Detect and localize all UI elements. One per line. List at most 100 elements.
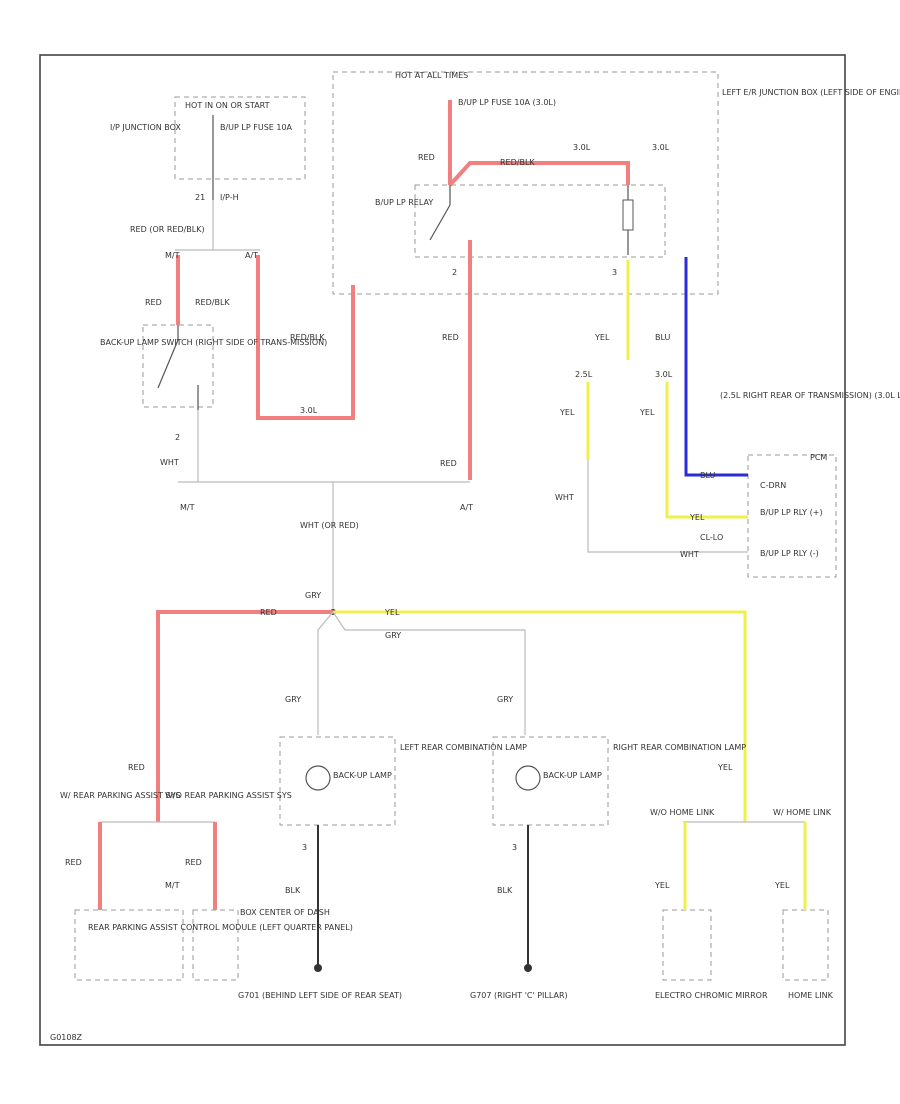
label-pin-3c: 3 — [512, 843, 517, 852]
red-parking-wire — [156, 610, 333, 822]
label-conn-30l-d: 3.0L — [655, 370, 673, 379]
label-conn-30l-b: 3.0L — [573, 143, 591, 152]
label-conn-ip-h: I/P-H — [220, 193, 239, 202]
relay-blu-wire — [684, 257, 748, 477]
label-redblk-1: RED/BLK — [195, 298, 230, 307]
label-mt-top: M/T — [165, 251, 180, 260]
ip-junction-box-outline — [174, 96, 306, 180]
label-w-home-link: W/ HOME LINK — [773, 808, 832, 817]
wht-pcm-wire — [587, 460, 748, 553]
label-conn-30l: 3.0L — [300, 406, 318, 415]
label-yel-6: YEL — [717, 763, 733, 772]
backup-relay-outline — [414, 184, 666, 258]
relay-feed-wire — [448, 161, 630, 187]
label-backup-lamp-r: BACK-UP LAMP — [543, 771, 602, 780]
label-mt-bottom: M/T — [180, 503, 195, 512]
yel-30l-wire — [665, 382, 748, 519]
label-wht-1: WHT — [160, 458, 179, 467]
label-gry-2: GRY — [385, 631, 401, 640]
label-red-7: RED — [65, 858, 82, 867]
label-blk-1: BLK — [285, 886, 301, 895]
label-wo-rear-parking: W/O REAR PARKING ASSIST SYS — [165, 791, 292, 800]
label-w-rear-parking: W/ REAR PARKING ASSIST SYS — [60, 791, 181, 800]
label-yel-4: YEL — [689, 513, 705, 522]
label-g-left: G701 (BEHIND LEFT SIDE OF REAR SEAT) — [238, 991, 402, 1000]
label-gry-1: GRY — [305, 591, 321, 600]
label-footer-code: G0108Z — [50, 1033, 83, 1042]
label-red-3: RED — [442, 333, 459, 342]
ground-left — [314, 964, 322, 972]
left-lamp-bulb — [305, 765, 331, 791]
label-rear-parking-module: REAR PARKING ASSIST CONTROL MODULE (LEFT… — [88, 923, 353, 932]
label-conn-blu: BLU — [700, 471, 716, 480]
label-conn-2: 2 — [175, 433, 180, 442]
label-bup-lp-relay-out: B/UP LP RLY (-) — [760, 549, 819, 558]
yel-mirror-wire — [333, 610, 747, 822]
label-red-6: RED — [128, 763, 145, 772]
label-hot-run-start: HOT IN ON OR START — [185, 101, 270, 110]
rear-parking-module-outline — [74, 909, 184, 981]
right-lamp-bulb — [515, 765, 541, 791]
label-wire-red-or-redblk: RED (OR RED/BLK) — [130, 225, 205, 234]
label-red-5: RED — [260, 608, 277, 617]
label-pin-3b: 3 — [302, 843, 307, 852]
label-wo-home-link: W/O HOME LINK — [650, 808, 715, 817]
label-yel-3: YEL — [639, 408, 655, 417]
label-blu-1: BLU — [655, 333, 671, 342]
label-wht-or-red: WHT (OR RED) — [300, 521, 359, 530]
label-fuse-engine: B/UP LP FUSE 10A (3.0L) — [458, 98, 556, 107]
label-g-right: G707 (RIGHT 'C' PILLAR) — [470, 991, 568, 1000]
wht-switch-output-wire — [197, 410, 470, 483]
label-pcm: PCM — [810, 453, 827, 462]
electro-mirror-outline — [662, 909, 712, 981]
diagram-frame — [39, 54, 846, 1046]
label-cl-lo: CL-LO — [700, 533, 723, 542]
label-home-link: HOME LINK — [788, 991, 834, 1000]
label-yel-7: YEL — [654, 881, 670, 890]
label-ip-junction-box: I/P JUNCTION BOX — [110, 123, 181, 132]
label-red-1: RED — [145, 298, 162, 307]
label-at-bottom: A/T — [460, 503, 473, 512]
gry-right-lamp-wire — [332, 611, 526, 735]
label-wht-3: WHT — [680, 550, 699, 559]
label-gry-4: GRY — [497, 695, 513, 704]
switch-contact — [157, 325, 179, 389]
label-pin-2: 2 — [452, 268, 457, 277]
relay-contact — [429, 185, 451, 241]
label-redblk-3: RED/BLK — [500, 158, 535, 167]
label-at-top: A/T — [245, 251, 258, 260]
label-conn-25l: 2.5L — [575, 370, 593, 379]
label-redblk-2: RED/BLK — [290, 333, 325, 342]
pcm-outline — [747, 454, 837, 578]
label-mt-3: M/T — [165, 881, 180, 890]
right-rear-comb-outline — [492, 736, 609, 826]
left-er-junction-box-outline — [332, 71, 719, 295]
label-electro-mirror: ELECTRO CHROMIC MIRROR — [655, 991, 768, 1000]
label-yel-2: YEL — [559, 408, 575, 417]
label-yel-1: YEL — [594, 333, 610, 342]
label-right-rear-comb: RIGHT REAR COMBINATION LAMP — [613, 743, 746, 752]
label-wht-2: WHT — [555, 493, 574, 502]
label-conn-30l-c: 3.0L — [652, 143, 670, 152]
label-left-rear-comb: LEFT REAR COMBINATION LAMP — [400, 743, 527, 752]
label-red-8: RED — [185, 858, 202, 867]
label-fuse-ip: B/UP LP FUSE 10A — [220, 123, 293, 132]
label-right-rear-trans: (2.5L RIGHT REAR OF TRANSMISSION) (3.0L … — [720, 391, 900, 400]
label-red-2: RED — [418, 153, 435, 162]
label-gry-3: GRY — [285, 695, 301, 704]
label-pin-3: 3 — [612, 268, 617, 277]
home-link-outline — [782, 909, 829, 981]
label-bup-lp-relay-in: B/UP LP RLY (+) — [760, 508, 823, 517]
left-rear-comb-outline — [279, 736, 396, 826]
backup-switch-outline — [142, 324, 214, 408]
label-cdrn: C-DRN — [760, 481, 786, 490]
label-blk-2: BLK — [497, 886, 513, 895]
bcm-outline — [192, 909, 239, 981]
label-backup-lamp-l: BACK-UP LAMP — [333, 771, 392, 780]
label-left-er-junction: LEFT E/R JUNCTION BOX (LEFT SIDE OF ENGI… — [722, 88, 900, 97]
label-red-4: RED — [440, 459, 457, 468]
relay-coil-resistor — [622, 199, 634, 231]
label-yel-8: YEL — [774, 881, 790, 890]
ground-right — [524, 964, 532, 972]
